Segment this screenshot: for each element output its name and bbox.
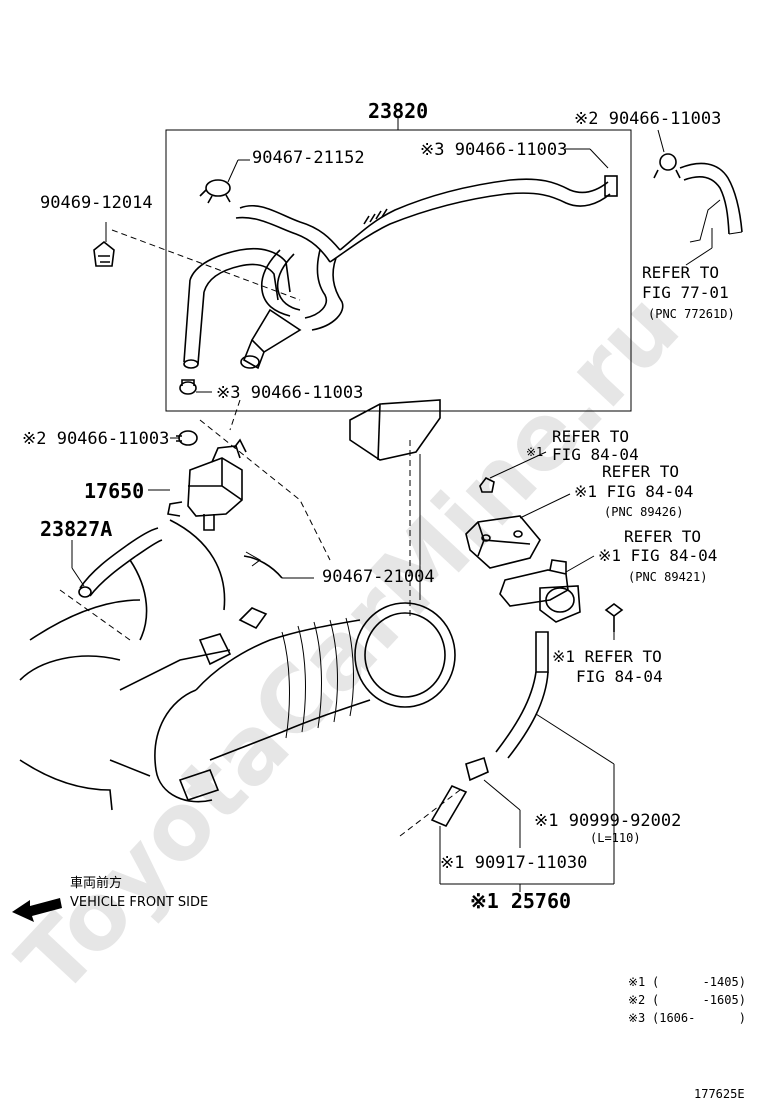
legend: ※1 ( -1405) ※2 ( -1605) ※3 (1606- ) — [628, 975, 746, 1025]
figure-id: 177625E — [694, 1087, 745, 1101]
svg-text:FIG 84-04: FIG 84-04 — [576, 667, 663, 686]
svg-text:REFER TO: REFER TO — [642, 263, 719, 282]
svg-text:REFER TO: REFER TO — [602, 462, 679, 481]
svg-text:REFER TO: REFER TO — [552, 427, 629, 446]
vehicle-front-side-indicator: 車両前方 VEHICLE FRONT SIDE — [12, 875, 208, 922]
reference-fig84-d[interactable]: ※1 REFER TO FIG 84-04 — [552, 647, 663, 686]
legend-mark-3: ※3 — [628, 1011, 645, 1025]
svg-text:※1 FIG 84-04: ※1 FIG 84-04 — [574, 482, 693, 501]
clamp-90467-21004-drawing — [243, 551, 283, 579]
callout-23820: 23820 — [368, 99, 428, 123]
legend-mark-2: ※2 — [628, 993, 645, 1007]
callout-90467-21004: 90467-21004 — [322, 567, 435, 587]
legend-mark-1: ※1 — [628, 975, 645, 989]
svg-text:FIG 77-01: FIG 77-01 — [642, 283, 729, 302]
callout-90999-92002: ※1 90999-92002 — [534, 811, 681, 831]
legend-range-2: ( -1605) — [652, 993, 746, 1007]
hose-to-fig77-drawing — [653, 153, 743, 266]
leader-lines — [71, 129, 665, 892]
svg-text:(PNC 89426): (PNC 89426) — [604, 505, 683, 519]
reference-fig84-a[interactable]: ※1 REFER TO FIG 84-04 — [526, 427, 639, 464]
callout-90466-top-right: ※2 90466-11003 — [574, 109, 721, 129]
legend-range-3: (1606- ) — [652, 1011, 746, 1025]
svg-text:※1: ※1 — [526, 445, 543, 459]
svg-text:(PNC 89421): (PNC 89421) — [628, 570, 707, 584]
reference-fig84-c[interactable]: REFER TO ※1 FIG 84-04 (PNC 89421) — [598, 527, 717, 584]
callout-90469-12014: 90469-12014 — [40, 193, 153, 213]
callout-90999-length: (L=110) — [590, 831, 641, 845]
callout-90466-hose-clip: ※3 90466-11003 — [420, 140, 567, 160]
hose-23827A-drawing — [78, 527, 163, 598]
svg-text:FIG 84-04: FIG 84-04 — [552, 445, 639, 464]
arrow-left-icon — [12, 898, 62, 922]
svg-text:※1 REFER TO: ※1 REFER TO — [552, 647, 662, 666]
reference-fig77[interactable]: REFER TO FIG 77-01 (PNC 77261D) — [642, 263, 735, 321]
bracket-sensor-drawing — [430, 476, 624, 828]
intake-hose-drawing — [19, 399, 456, 811]
clip-90469-12014-drawing — [93, 222, 115, 267]
svg-text:(PNC 77261D): (PNC 77261D) — [648, 307, 735, 321]
callout-17650: 17650 — [84, 479, 144, 503]
svg-text:REFER TO: REFER TO — [624, 527, 701, 546]
callout-90466-left: ※2 90466-11003 — [22, 429, 169, 449]
callout-90466-box-bottom: ※3 90466-11003 — [216, 383, 363, 403]
callout-90917-11030: ※1 90917-11030 — [440, 853, 587, 873]
legend-range-1: ( -1405) — [652, 975, 746, 989]
vsv-17650-drawing — [167, 438, 247, 531]
callout-25760: ※1 25760 — [470, 889, 571, 913]
hose-assembly-23820-drawing — [179, 175, 618, 395]
clip-90467-21152-drawing — [199, 159, 250, 204]
callout-90467-21152: 90467-21152 — [252, 148, 365, 168]
svg-text:※1 FIG 84-04: ※1 FIG 84-04 — [598, 546, 717, 565]
direction-japanese: 車両前方 — [70, 875, 122, 891]
reference-fig84-b[interactable]: REFER TO ※1 FIG 84-04 (PNC 89426) — [574, 462, 693, 519]
callout-23827A: 23827A — [40, 517, 112, 541]
direction-english: VEHICLE FRONT SIDE — [70, 895, 208, 910]
dashed-leaders — [59, 229, 461, 837]
